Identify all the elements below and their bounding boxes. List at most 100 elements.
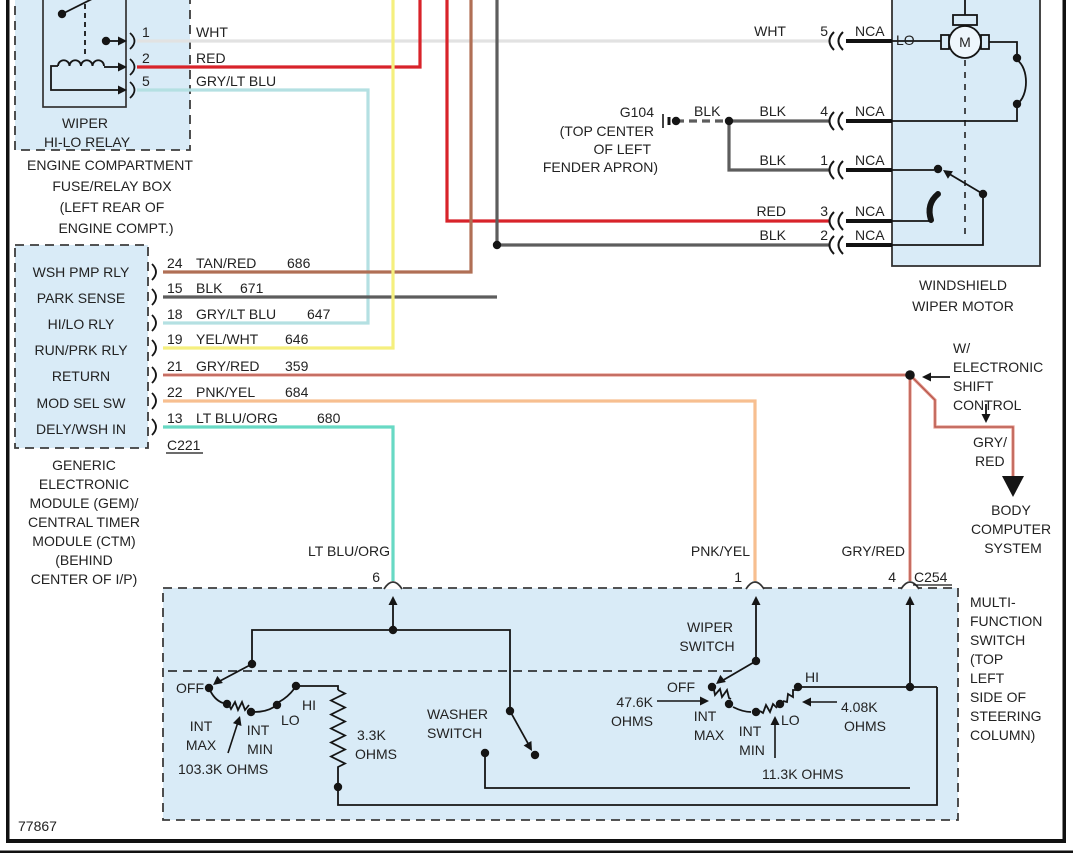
- ground-dot: [671, 116, 681, 126]
- gem-pin19-num: 19: [167, 331, 183, 347]
- gem-fn-7: DELY/WSH IN: [36, 421, 126, 437]
- park-arm-arrowhead: [943, 170, 953, 179]
- resistor-476k-label-1: 47.6K: [616, 694, 653, 710]
- relay-pin5-num: 5: [142, 73, 150, 89]
- mfs-caption-8: COLUMN): [970, 727, 1035, 743]
- right-intmax-intmin-link: [732, 706, 752, 713]
- motor-pin3-wire: RED: [756, 203, 786, 219]
- mfs-caption-1: MULTI-: [970, 594, 1016, 610]
- park-switch-arm: [945, 171, 984, 195]
- left-intmin-label-2: MIN: [247, 741, 273, 757]
- resistor-47-6k: [713, 687, 732, 700]
- gem-fn-1: WSH PMP RLY: [33, 264, 130, 280]
- resistor-408k-label-1: 4.08K: [841, 699, 878, 715]
- gem-pin24-color: TAN/RED: [196, 255, 256, 271]
- gem-fn-2: PARK SENSE: [37, 290, 125, 306]
- resistor-408k-label-2: OHMS: [844, 718, 886, 734]
- relay-pin1-dot: [101, 36, 111, 46]
- resistor-476k-label-2: OHMS: [611, 713, 653, 729]
- motor-pin2-conn: NCA: [855, 227, 885, 243]
- ground-junction-dot: [724, 116, 734, 126]
- fusebox-caption-1: ENGINE COMPARTMENT: [27, 157, 193, 173]
- mfs-connector-bumps: [383, 581, 920, 590]
- fusebox-caption-3: (LEFT REAR OF: [60, 199, 165, 215]
- motor-pin4-conn: NCA: [855, 103, 885, 119]
- gem-connector-label: C221: [167, 437, 201, 453]
- fusebox-caption-2: FUSE/RELAY BOX: [52, 178, 172, 194]
- r103-pointer: [227, 721, 239, 754]
- gem-caption-6: (BEHIND: [55, 552, 113, 568]
- resistor-return-line: [337, 687, 938, 806]
- mfs-internals: [168, 602, 938, 806]
- relay-internals: [50, 0, 136, 99]
- right-hi-label: HI: [805, 669, 819, 685]
- mfs-caption-7: STEERING: [970, 708, 1042, 724]
- wiper-switch-label-1: WIPER: [687, 619, 733, 635]
- motor-symbol: M: [959, 34, 971, 50]
- right-intmax-label-1: INT: [694, 708, 717, 724]
- resistor-33k-label-1: 3.3K: [357, 727, 386, 743]
- gem-pin15-num: 15: [167, 280, 183, 296]
- relay-pin1-num: 1: [142, 24, 150, 40]
- motor-circle: [948, 25, 982, 59]
- mfs-caption-5: LEFT: [970, 670, 1005, 686]
- left-hi-lead: [296, 685, 339, 690]
- gry-red-junction-dot: [905, 370, 915, 380]
- wire-gry-lt-blu: [137, 88, 370, 325]
- mfs-pin1-num: 1: [734, 569, 742, 585]
- left-intmin-lo-link: [253, 706, 275, 713]
- branch-wire-2: RED: [975, 453, 1005, 469]
- gem-fn-6: MOD SEL SW: [37, 395, 127, 411]
- resistor-103k-label: 103.3K OHMS: [178, 761, 268, 777]
- left-off-label: OFF: [176, 680, 204, 696]
- relay-pin2-num: 2: [142, 50, 150, 66]
- washer-switch-label-1: WASHER: [427, 706, 488, 722]
- relay-pin5-lead: [50, 65, 119, 91]
- gem-pin21-num: 21: [167, 358, 183, 374]
- relay-arrowheads: [118, 36, 127, 95]
- motor-pin1-conn: NCA: [855, 152, 885, 168]
- wire-label-red: RED: [196, 50, 226, 66]
- gem-caption-2: ELECTRONIC: [39, 476, 129, 492]
- gem-pin24-num: 24: [167, 255, 183, 271]
- motor-brush-lead: [989, 41, 1018, 56]
- motor-pin2-num: 2: [820, 227, 828, 243]
- relay-coil: [57, 59, 105, 67]
- motor-pin1-num: 1: [820, 152, 828, 168]
- park-cam: [926, 191, 941, 223]
- motor-name-1: WINDSHIELD: [919, 277, 1007, 293]
- gem-pin24-circuit: 686: [287, 255, 311, 271]
- resistor-113k-label: 11.3K OHMS: [762, 766, 843, 782]
- resistor-3-3k: [328, 689, 348, 787]
- relay-switch-arm: [61, 0, 93, 15]
- wiper-switch-label-2: SWITCH: [679, 638, 734, 654]
- motor-pin3-num: 3: [820, 203, 828, 219]
- nca-leads: [846, 39, 892, 247]
- motor-pin2-wire: BLK: [760, 227, 787, 243]
- shift-note-arrows: [922, 372, 991, 423]
- left-lo-hi-link: [278, 688, 295, 703]
- gem-fn-5: RETURN: [52, 368, 110, 384]
- mfs-caption-2: FUNCTION: [970, 613, 1042, 629]
- ground-name: G104: [620, 104, 654, 120]
- washer-switch-arm: [509, 710, 531, 748]
- right-off-label: OFF: [667, 679, 695, 695]
- ground-wire-label: BLK: [694, 103, 721, 119]
- motor-pin5-conn: NCA: [855, 23, 885, 39]
- mfs-caption-4: (TOP: [970, 651, 1003, 667]
- gem-pin19-circuit: 646: [285, 331, 309, 347]
- mfs-connector-label: C254: [914, 569, 948, 585]
- gem-box: [14, 244, 149, 449]
- ground-loc-3: FENDER APRON): [543, 159, 658, 175]
- gem-pin18-circuit: 647: [307, 306, 331, 322]
- motor-lo-label: LO: [896, 32, 915, 48]
- motor-pin4-num: 4: [820, 103, 828, 119]
- wire-lt-blu-org: [163, 425, 395, 581]
- mfs-pin4-num: 4: [888, 569, 896, 585]
- fusebox-caption-4: ENGINE COMPT.): [58, 220, 173, 236]
- gem-pin19-color: YEL/WHT: [196, 331, 259, 347]
- gem-fn-3: HI/LO RLY: [48, 316, 115, 332]
- resistor-4-08k: [782, 689, 797, 704]
- gem-caption-3: MODULE (GEM)/: [30, 495, 139, 511]
